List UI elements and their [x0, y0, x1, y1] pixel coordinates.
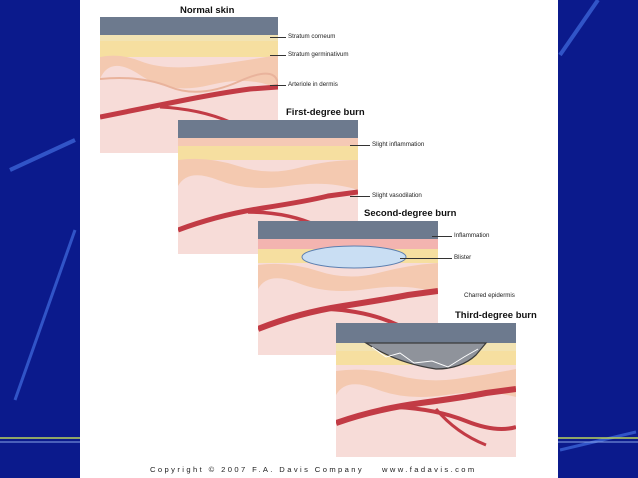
label-inflammation: Inflammation [454, 232, 490, 239]
third-degree-title: Third-degree burn [455, 310, 537, 321]
leader-line [270, 55, 286, 56]
leader-line [432, 236, 452, 237]
decorative-streak [13, 229, 77, 401]
label-blister: Blister [454, 254, 472, 261]
decorative-streak [558, 0, 600, 57]
normal-skin-title: Normal skin [180, 5, 235, 16]
decorative-streak [559, 430, 637, 452]
blister-shape [301, 245, 407, 269]
label-slight-inflammation: Slight inflammation [372, 141, 425, 148]
label-arteriole-in-dermis: Arteriole in dermis [288, 81, 338, 88]
leader-line [270, 85, 286, 86]
first-degree-title: First-degree burn [286, 107, 365, 118]
third-degree-illustration [336, 323, 516, 457]
website-url: www.fadavis.com [382, 465, 477, 474]
leader-line [350, 196, 370, 197]
copyright-text: Copyright © 2007 F.A. Davis Company [150, 465, 365, 474]
label-stratum-germinativum: Stratum germinativum [288, 51, 349, 58]
second-degree-title: Second-degree burn [364, 208, 457, 219]
burn-degree-figure: Normal skin Stratum corneum Stratum germ… [80, 0, 558, 478]
label-stratum-corneum: Stratum corneum [288, 33, 336, 40]
label-charred-epidermis: Charred epidermis [464, 292, 515, 299]
leader-line [270, 37, 286, 38]
leader-line [400, 258, 452, 259]
decorative-streak [9, 138, 76, 172]
label-slight-vasodilation: Slight vasodilation [372, 192, 422, 199]
third-degree-panel [336, 323, 516, 457]
leader-line [350, 145, 370, 146]
